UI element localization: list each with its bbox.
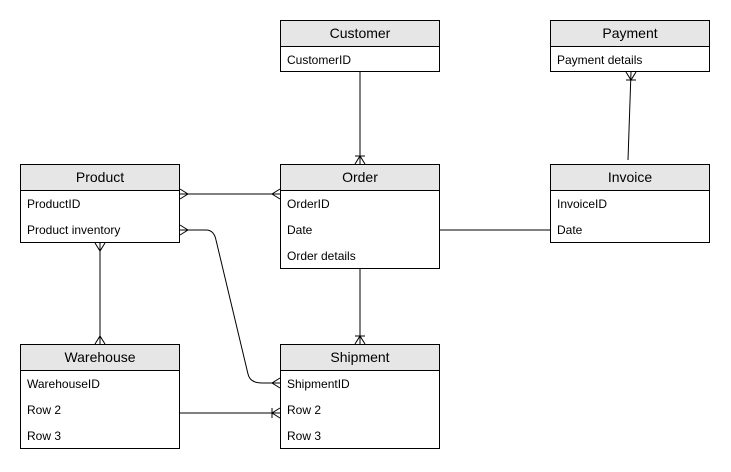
entity-payment-field: Payment details [557,53,643,67]
entity-order-field: Date [287,223,313,237]
entity-invoice-field: Date [557,223,583,237]
entity-customer-title: Customer [281,21,439,47]
entity-warehouse-title: Warehouse [21,345,179,371]
entity-product-field: Product inventory [27,223,121,237]
entity-payment-title: Payment [551,21,709,47]
entity-invoice-field: InvoiceID [557,197,608,211]
relationship-product-shipment[interactable] [179,224,281,389]
entity-order-field: Order details [287,249,356,263]
entity-invoice[interactable]: Invoice InvoiceID Date [550,164,710,243]
relationship-product-warehouse[interactable] [94,242,106,345]
entity-customer[interactable]: Customer CustomerID [280,20,440,72]
entity-invoice-title: Invoice [551,165,709,191]
relationship-customer-order[interactable] [354,72,366,165]
relationship-warehouse-shipment[interactable] [180,407,281,419]
entity-warehouse-field: Row 2 [27,403,62,417]
entity-product-title: Product [21,165,179,191]
entity-warehouse-field: Row 3 [27,429,62,443]
entity-order-field: OrderID [287,197,330,211]
entity-warehouse-field: WarehouseID [27,377,100,391]
entity-order[interactable]: Order OrderID Date Order details [280,164,440,269]
entity-order-title: Order [281,165,439,191]
entity-shipment[interactable]: Shipment ShipmentID Row 2 Row 3 [280,344,440,449]
entity-product[interactable]: Product ProductID Product inventory [20,164,180,243]
entity-product-field: ProductID [27,197,81,211]
entity-customer-field: CustomerID [287,53,352,67]
entity-shipment-title: Shipment [281,345,439,371]
relationship-product-order[interactable] [179,188,281,200]
relationship-order-shipment[interactable] [354,269,366,345]
relationship-invoice-payment[interactable] [625,71,637,161]
entity-shipment-field: ShipmentID [287,377,350,391]
entity-warehouse[interactable]: Warehouse WarehouseID Row 2 Row 3 [20,344,180,449]
entity-shipment-field: Row 2 [287,403,322,417]
entity-payment[interactable]: Payment Payment details [550,20,710,72]
entity-shipment-field: Row 3 [287,429,322,443]
